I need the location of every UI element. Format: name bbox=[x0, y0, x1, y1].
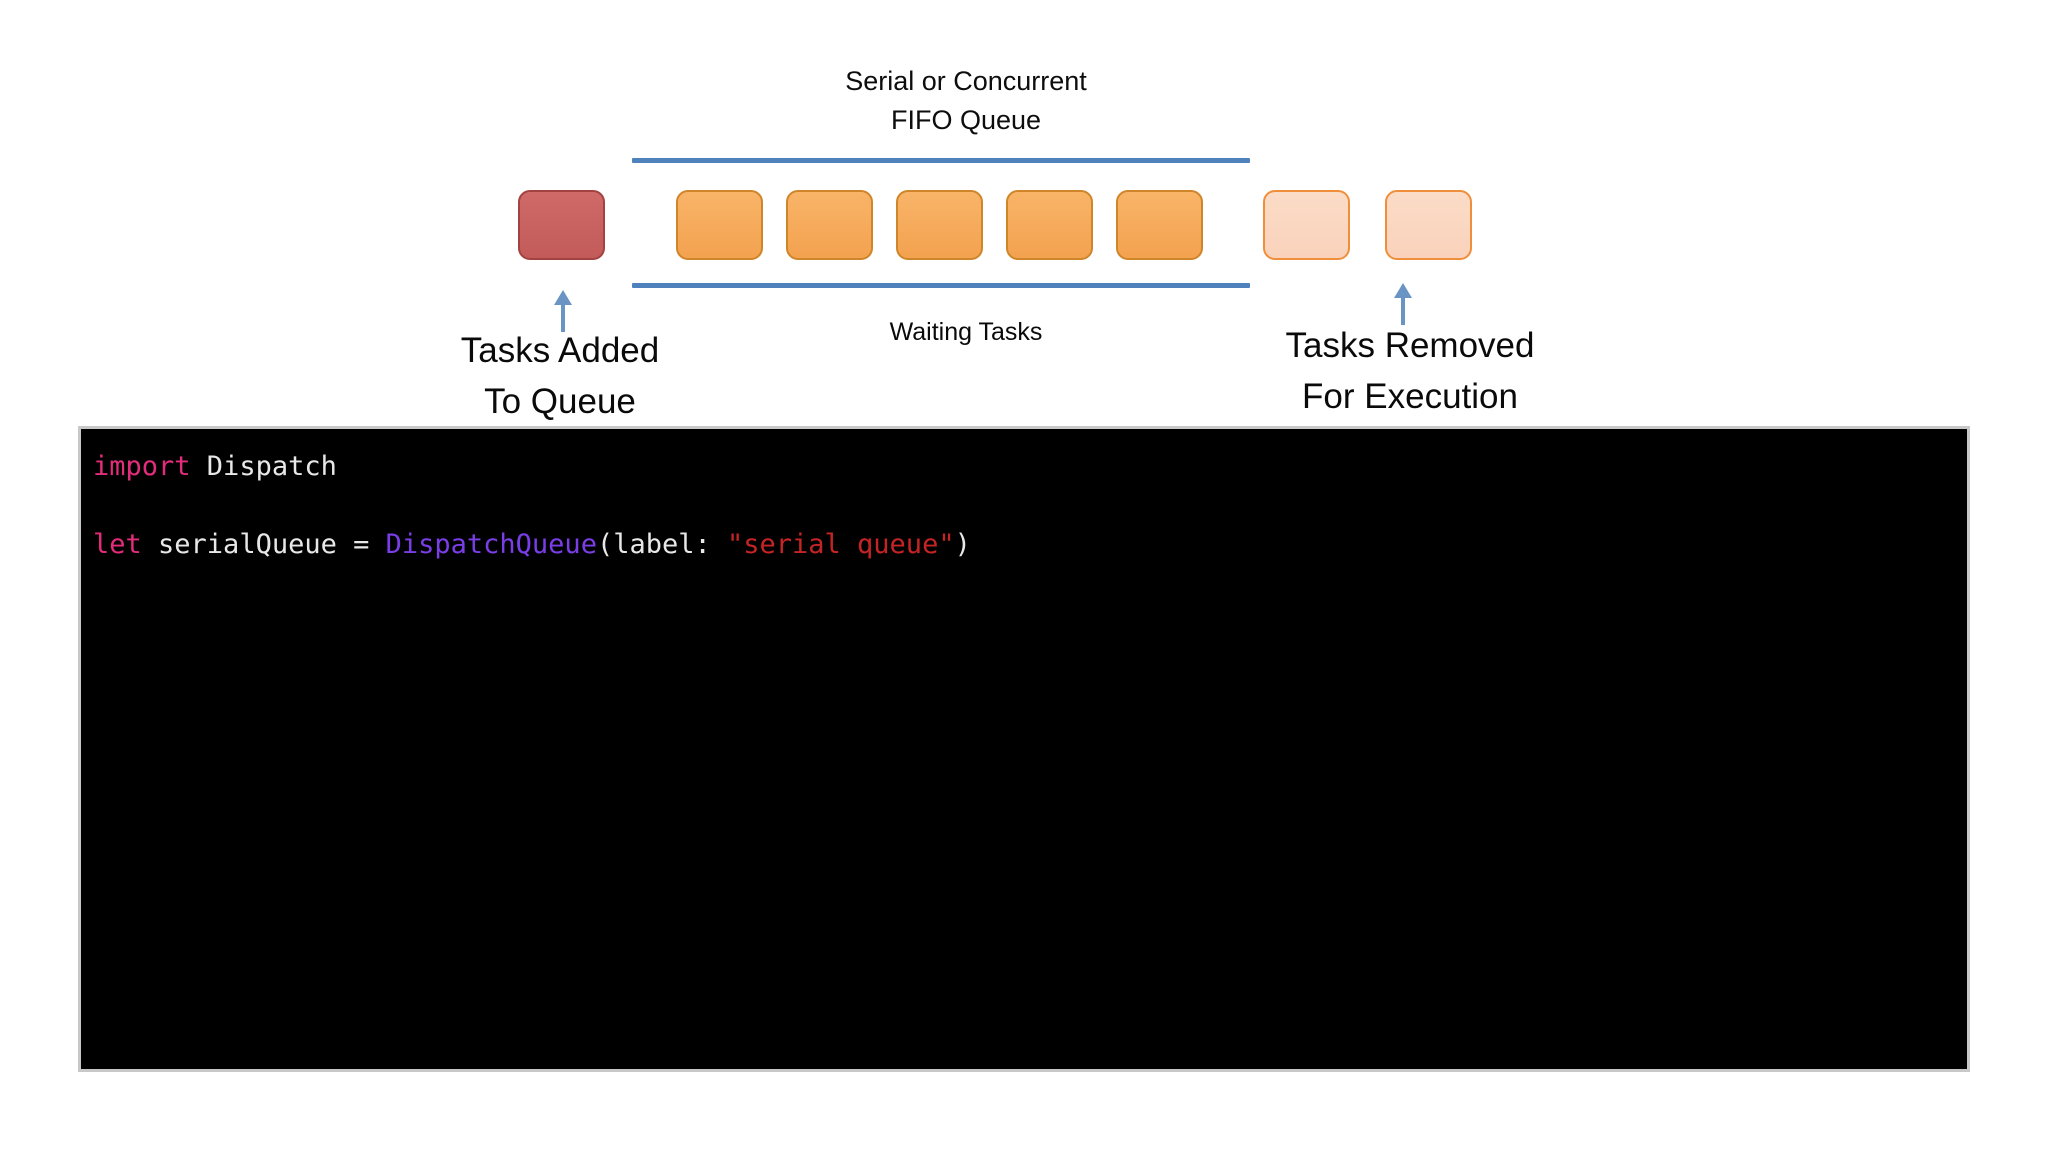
task-box-removed bbox=[1385, 190, 1472, 260]
queue-diagram: Serial or Concurrent FIFO Queue Tasks Ad… bbox=[0, 0, 2048, 421]
code-token-str: "serial queue" bbox=[727, 529, 955, 560]
task-box-waiting bbox=[1116, 190, 1203, 260]
caption-tasks-added: Tasks Added To Queue bbox=[460, 331, 660, 421]
code-token-kw: let bbox=[93, 529, 142, 560]
task-box-waiting bbox=[896, 190, 983, 260]
arrow-tasks-added-icon bbox=[552, 288, 574, 332]
caption-tasks-removed: Tasks Removed For Execution bbox=[1285, 326, 1535, 416]
code-block: import Dispatch let serialQueue = Dispat… bbox=[78, 426, 1970, 1072]
code-content: import Dispatch let serialQueue = Dispat… bbox=[93, 447, 1967, 564]
code-token-plain: serialQueue = bbox=[141, 529, 386, 560]
task-box-added bbox=[518, 190, 605, 260]
caption-waiting-tasks: Waiting Tasks bbox=[889, 318, 1043, 346]
code-line: import Dispatch bbox=[93, 447, 1967, 486]
queue-rule-top bbox=[632, 158, 1250, 163]
code-line: let serialQueue = DispatchQueue(label: "… bbox=[93, 525, 1967, 564]
task-box-waiting bbox=[676, 190, 763, 260]
queue-rule-bottom bbox=[632, 283, 1250, 288]
queue-title: Serial or Concurrent FIFO Queue bbox=[845, 66, 1087, 135]
code-token-plain: ) bbox=[954, 529, 971, 560]
task-box-removed bbox=[1263, 190, 1350, 260]
arrow-tasks-removed-icon bbox=[1392, 281, 1414, 325]
code-line bbox=[93, 486, 1967, 525]
code-token-plain: (label: bbox=[596, 529, 727, 560]
code-token-kw: import bbox=[93, 451, 191, 482]
code-token-plain: Dispatch bbox=[190, 451, 337, 482]
task-box-waiting bbox=[786, 190, 873, 260]
task-box-waiting bbox=[1006, 190, 1093, 260]
code-token-type: DispatchQueue bbox=[385, 529, 597, 560]
